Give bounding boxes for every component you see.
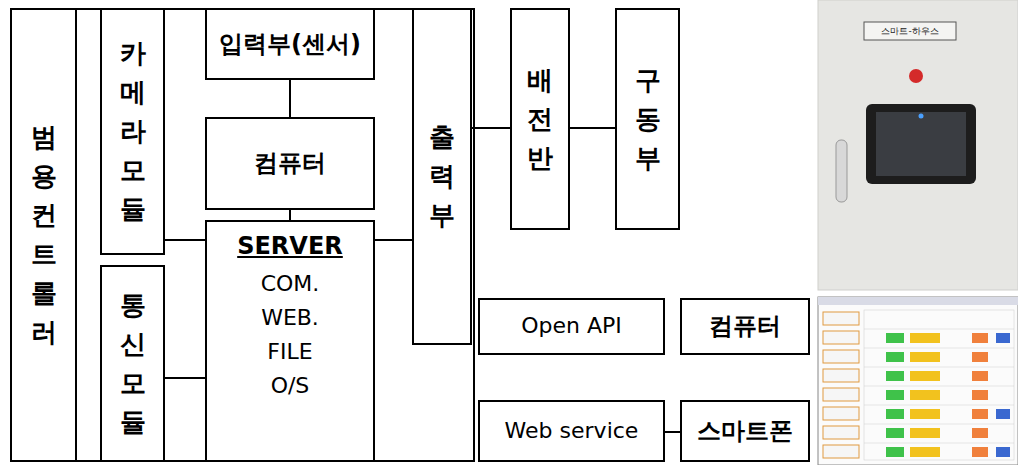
connector-line xyxy=(165,377,205,379)
screenshot-cells xyxy=(886,333,1010,457)
panel-lamp xyxy=(909,69,923,83)
node-label: 통신모듈 xyxy=(120,286,146,442)
service-box: Web service xyxy=(478,400,665,462)
panel-photo xyxy=(818,0,1018,290)
panel-sign xyxy=(864,22,956,40)
connector-line xyxy=(289,210,291,220)
connector-line xyxy=(472,127,510,129)
panel-handle xyxy=(836,140,847,202)
node-heading: SERVER xyxy=(237,232,343,261)
connector-line xyxy=(165,239,205,241)
server-box: SERVER COM. WEB. FILE O/S xyxy=(205,220,375,462)
panel-led xyxy=(919,114,924,119)
node-label: 구동부 xyxy=(635,61,661,178)
node-label: 컴퓨터 xyxy=(709,312,781,341)
process-box: 컴퓨터 xyxy=(205,117,375,210)
panel-screen xyxy=(866,104,976,184)
screenshot-menu xyxy=(823,312,859,458)
device-box: 컴퓨터 xyxy=(680,298,810,355)
output-box: 출력부 xyxy=(412,8,472,345)
node-label: 카메라모듈 xyxy=(120,34,146,229)
module-box: 카메라모듈 xyxy=(100,8,165,255)
screenshot-bar xyxy=(818,297,1018,305)
process-box: 입력부(센서) xyxy=(205,8,375,80)
node-label: 범용컨트롤러 xyxy=(31,118,57,352)
module-box: 통신모듈 xyxy=(100,265,165,462)
node-label: Open API xyxy=(521,313,622,339)
screenshot-grid xyxy=(864,310,1014,460)
controller-frame: 범용컨트롤러 카메라모듈 입력부(센서) 컴퓨터 SERVER COM. WEB. FIL… xyxy=(10,8,475,462)
connector-line xyxy=(665,431,680,433)
panel-edge xyxy=(818,0,1018,290)
node-label: COM. WEB. FILE O/S xyxy=(261,267,320,403)
node-label: Web service xyxy=(505,418,639,444)
frame-label-column: 범용컨트롤러 xyxy=(12,10,77,460)
drive-box: 구동부 xyxy=(615,8,680,230)
node-label: 입력부(센서) xyxy=(219,30,361,59)
node-label: 스마트폰 xyxy=(697,417,793,446)
screenshot xyxy=(818,297,1018,465)
node-label: 배전반 xyxy=(527,61,553,178)
panel-box: 배전반 xyxy=(510,8,570,230)
node-label: 출력부 xyxy=(429,118,455,235)
panel-display xyxy=(876,112,966,176)
connector-line xyxy=(570,127,615,129)
device-box: 스마트폰 xyxy=(680,400,810,462)
connector-line xyxy=(375,239,412,241)
service-box: Open API xyxy=(478,298,665,355)
node-label: 컴퓨터 xyxy=(254,149,326,178)
sign-text: 스마트-하우스 xyxy=(864,25,956,38)
connector-line xyxy=(289,80,291,117)
